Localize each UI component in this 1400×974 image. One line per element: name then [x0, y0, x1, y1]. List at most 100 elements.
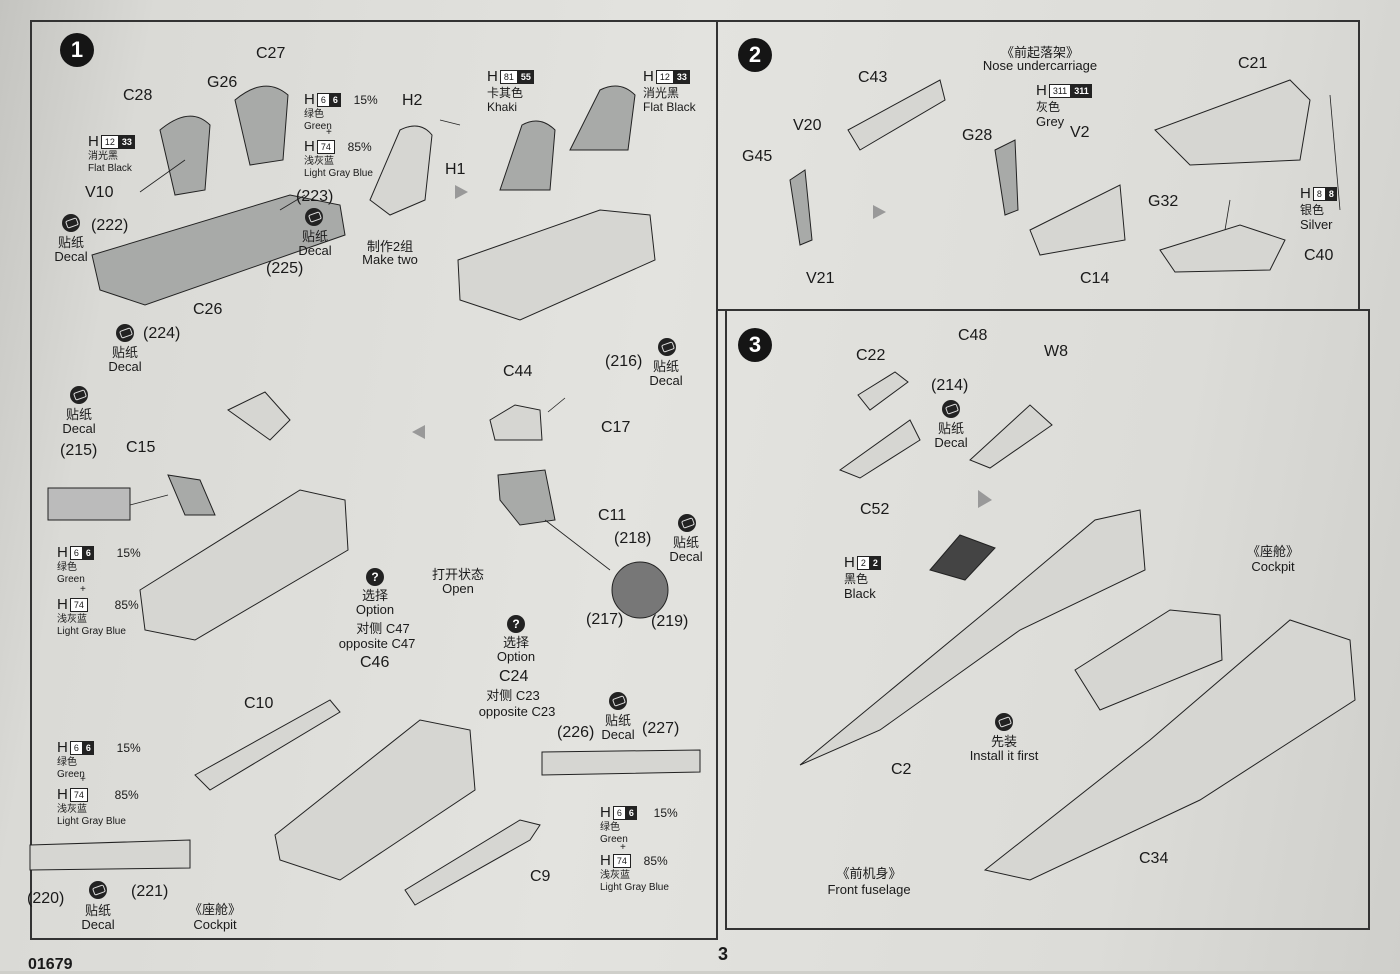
- label-g28: G28: [962, 127, 993, 144]
- label-223: (223): [296, 188, 334, 205]
- decal-icon: [305, 208, 323, 226]
- front-fuselage-label: Front fuselage: [827, 882, 911, 897]
- label-v10: V10: [85, 184, 114, 201]
- decal-label-cn: 贴纸: [111, 345, 139, 360]
- windscreen: [929, 534, 996, 581]
- label-c26: C26: [193, 301, 223, 318]
- decal-icon: [609, 692, 627, 710]
- nose-undercarriage-title: Nose undercarriage: [982, 58, 1098, 73]
- seat-khaki: [499, 120, 556, 191]
- tub-c26: [91, 194, 346, 306]
- plus-sign: +: [326, 127, 332, 138]
- tub-finished: [457, 209, 656, 321]
- label-g32: G32: [1148, 193, 1179, 210]
- opposite-c23-cn: 对侧 C23: [486, 688, 540, 703]
- label-214: (214): [931, 377, 969, 394]
- label-c52: C52: [860, 501, 890, 518]
- label-221: (221): [131, 883, 169, 900]
- label-h1: H1: [445, 161, 466, 178]
- part-c11: [497, 469, 556, 526]
- label-218: (218): [614, 530, 652, 547]
- label-c48: C48: [958, 327, 988, 344]
- decal-label-cn: 贴纸: [301, 229, 329, 244]
- label-c27: C27: [256, 45, 286, 62]
- seat-c28: [159, 115, 211, 196]
- seat-assembled: [369, 125, 433, 216]
- label-c15: C15: [126, 439, 156, 456]
- option-cn: 选择: [502, 635, 530, 650]
- option-label: Option: [355, 602, 395, 617]
- label-c10: C10: [244, 695, 274, 712]
- make-two: Make two: [362, 252, 418, 267]
- decal-icon: [116, 324, 134, 342]
- label-c11: C11: [598, 507, 627, 524]
- bay-c21: [1154, 79, 1311, 166]
- plus-sign: +: [80, 584, 86, 595]
- open-cn: 打开状态: [431, 567, 485, 582]
- seat-c27: [234, 85, 289, 166]
- install-first-cn: 先装: [990, 734, 1018, 749]
- decal-label-cn: 贴纸: [57, 235, 85, 250]
- plus-sign: +: [80, 774, 86, 785]
- decal-label-cn: 贴纸: [672, 535, 700, 550]
- decal-icon: [62, 214, 80, 232]
- label-224: (224): [143, 325, 181, 342]
- decal-icon: [658, 338, 676, 356]
- arrow-step2: [873, 205, 886, 219]
- cockpit-tub: [1074, 609, 1223, 711]
- part-c9: [404, 819, 541, 906]
- label-219: (219): [651, 613, 689, 630]
- label-g26: G26: [207, 74, 238, 91]
- option-cn: 选择: [361, 588, 389, 603]
- label-c40: C40: [1304, 247, 1334, 264]
- panel-218: [611, 561, 669, 619]
- panel-215: [47, 487, 131, 521]
- step-3-number: 3: [738, 328, 772, 362]
- question-icon: ?: [507, 615, 525, 633]
- arrow-step3: [978, 490, 992, 508]
- decal-label: Decal: [649, 373, 683, 388]
- decal-label: Decal: [669, 549, 703, 564]
- label-c43: C43: [858, 69, 888, 86]
- part-c10: [194, 699, 341, 791]
- decal-icon: [942, 400, 960, 418]
- nose-undercarriage-cn: 《前起落架》: [1000, 45, 1080, 60]
- part-c15: [167, 474, 216, 516]
- label-v2: V2: [1070, 124, 1090, 141]
- option-label: Option: [496, 649, 536, 664]
- fuselage-c2: [799, 509, 1146, 766]
- cockpit-label: Cockpit: [193, 917, 237, 932]
- decal-label: Decal: [108, 359, 142, 374]
- strut-assembled: [994, 139, 1019, 216]
- tub-open: [139, 489, 349, 641]
- decal-label-cn: 贴纸: [652, 359, 680, 374]
- page-number: 3: [718, 944, 729, 964]
- decal-label: Decal: [54, 249, 88, 264]
- arrow-step1a: [455, 185, 468, 199]
- label-c22: C22: [856, 347, 886, 364]
- opposite-c47-cn: 对侧 C47: [356, 621, 410, 636]
- cockpit-cn: 《座舱》: [188, 902, 242, 917]
- label-c21: C21: [1238, 55, 1268, 72]
- decal-label: Decal: [81, 917, 115, 932]
- opposite-c23: opposite C23: [478, 704, 556, 719]
- tub-bottom: [274, 719, 476, 881]
- open-label: Open: [442, 581, 474, 596]
- label-217: (217): [586, 611, 624, 628]
- part-c14: [1029, 184, 1126, 256]
- decal-label: Decal: [62, 421, 96, 436]
- front-fuselage-cn: 《前机身》: [836, 866, 902, 881]
- label-c2: C2: [891, 761, 912, 778]
- decal-icon: [678, 514, 696, 532]
